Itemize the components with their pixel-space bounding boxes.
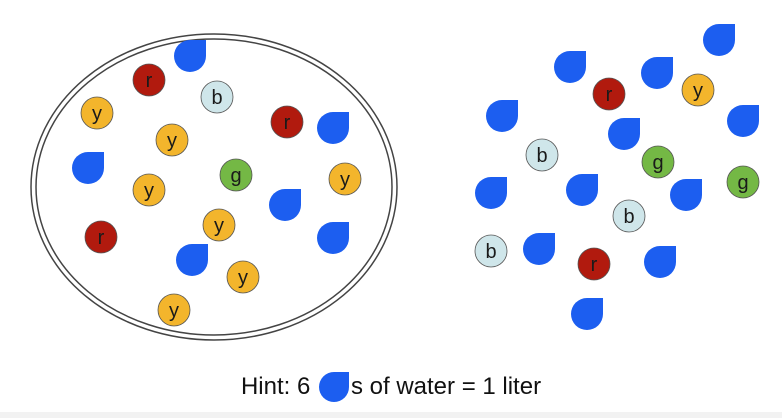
bottom-strip — [0, 412, 782, 418]
ball-g: g — [726, 165, 760, 199]
ball-b: b — [612, 199, 646, 233]
ball-r: r — [132, 63, 166, 97]
ball-label: b — [485, 241, 496, 263]
water-drop-icon — [703, 24, 735, 56]
ball-y: y — [157, 293, 191, 327]
ball-b: b — [474, 234, 508, 268]
ball-label: r — [591, 254, 598, 276]
ball-r: r — [577, 247, 611, 281]
ball-circle — [525, 138, 559, 172]
ball-circle — [592, 77, 626, 111]
ball-label: r — [146, 70, 153, 92]
ball-label: g — [652, 152, 663, 174]
ball-circle — [226, 260, 260, 294]
water-drop-icon — [670, 179, 702, 211]
ball-circle — [202, 208, 236, 242]
ball-circle — [328, 162, 362, 196]
ball-b: b — [525, 138, 559, 172]
ball-circle — [200, 80, 234, 114]
ball-label: y — [92, 103, 102, 125]
water-drop-icon — [554, 51, 586, 83]
ball-circle — [80, 96, 114, 130]
ball-r: r — [84, 220, 118, 254]
ball-y: y — [80, 96, 114, 130]
water-drop-icon — [608, 118, 640, 150]
water-drop-icon — [641, 57, 673, 89]
water-drop-icon — [644, 246, 676, 278]
ball-y: y — [155, 123, 189, 157]
water-drop-icon — [72, 152, 104, 184]
hint: Hint: 6 s of water = 1 liter — [0, 370, 782, 404]
ball-circle — [157, 293, 191, 327]
ball-circle — [681, 73, 715, 107]
ball-label: r — [284, 112, 291, 134]
water-drop-icon — [566, 174, 598, 206]
water-drop-icon — [318, 372, 349, 402]
ball-label: y — [169, 300, 179, 322]
ball-circle — [612, 199, 646, 233]
water-drop-icon — [317, 222, 349, 254]
ball-label: g — [737, 172, 748, 194]
ball-circle — [132, 173, 166, 207]
ball-circle — [270, 105, 304, 139]
ball-label: g — [230, 165, 241, 187]
ball-label: r — [98, 227, 105, 249]
ball-circle — [219, 158, 253, 192]
ball-circle — [641, 145, 675, 179]
ball-y: y — [328, 162, 362, 196]
water-drop-icon — [176, 244, 208, 276]
ball-circle — [132, 63, 166, 97]
ball-y: y — [132, 173, 166, 207]
ball-g: g — [641, 145, 675, 179]
ball-label: y — [693, 80, 703, 102]
water-drop-icon — [269, 189, 301, 221]
water-drop-icon — [523, 233, 555, 265]
ball-b: b — [200, 80, 234, 114]
water-drop-icon — [727, 105, 759, 137]
ball-label: y — [167, 130, 177, 152]
ball-label: y — [214, 215, 224, 237]
water-drop-icon — [571, 298, 603, 330]
ball-r: r — [270, 105, 304, 139]
hint-suffix: s of water = 1 liter — [350, 373, 542, 400]
ball-circle — [155, 123, 189, 157]
ball-y: y — [202, 208, 236, 242]
ball-label: r — [606, 84, 613, 106]
ball-label: y — [144, 180, 154, 202]
water-drop-icon — [486, 100, 518, 132]
ball-label: y — [238, 267, 248, 289]
ball-circle — [577, 247, 611, 281]
ball-circle — [726, 165, 760, 199]
water-drop-icon — [174, 40, 206, 72]
ball-circle — [84, 220, 118, 254]
ball-label: b — [623, 206, 634, 228]
ball-label: b — [211, 87, 222, 109]
water-drop-icon — [475, 177, 507, 209]
ball-label: y — [340, 169, 350, 191]
ball-label: b — [536, 145, 547, 167]
ball-y: y — [681, 73, 715, 107]
hint-prefix: Hint: 6 — [240, 373, 311, 400]
water-drop-icon — [317, 112, 349, 144]
ball-y: y — [226, 260, 260, 294]
container-circle — [30, 33, 398, 341]
ball-g: g — [219, 158, 253, 192]
ball-r: r — [592, 77, 626, 111]
ball-circle — [474, 234, 508, 268]
